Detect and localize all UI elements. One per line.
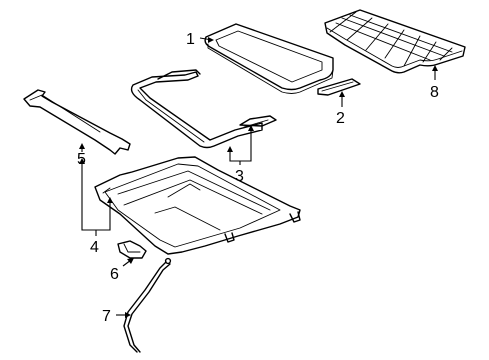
part-4-housing-frame <box>94 156 301 255</box>
callout-3: 3 <box>235 168 244 185</box>
arrow-1 <box>208 37 214 43</box>
callout-6: 6 <box>110 266 119 283</box>
arrow-8 <box>432 65 438 71</box>
callout-2: 2 <box>336 110 345 127</box>
callout-7: 7 <box>102 308 111 325</box>
part-3-rail-frame <box>130 69 277 149</box>
part-8-sunshade-panel <box>324 9 466 74</box>
callout-labels: 1 2 3 4 5 6 7 8 <box>77 31 439 325</box>
part-6-motor <box>117 240 147 259</box>
callout-8: 8 <box>430 84 439 101</box>
arrow-4b <box>107 197 113 203</box>
arrow-6 <box>127 258 134 264</box>
callout-5: 5 <box>77 151 86 168</box>
part-1-glass-panel <box>204 23 334 94</box>
leader-lines <box>81 37 436 316</box>
arrow-5 <box>79 143 85 149</box>
callout-4: 4 <box>90 239 99 256</box>
arrow-2 <box>339 91 345 97</box>
leader-4 <box>81 161 111 231</box>
part-7-drain-hose <box>123 257 172 353</box>
part-2-deflector-strip <box>317 78 361 96</box>
arrow-3b <box>248 125 254 131</box>
arrow-4a <box>79 158 85 164</box>
arrow-3a <box>227 146 233 152</box>
arrowheads <box>79 37 438 318</box>
part-5-front-trim-bar <box>23 89 131 155</box>
arrow-7 <box>125 312 131 318</box>
callout-1: 1 <box>186 31 195 48</box>
